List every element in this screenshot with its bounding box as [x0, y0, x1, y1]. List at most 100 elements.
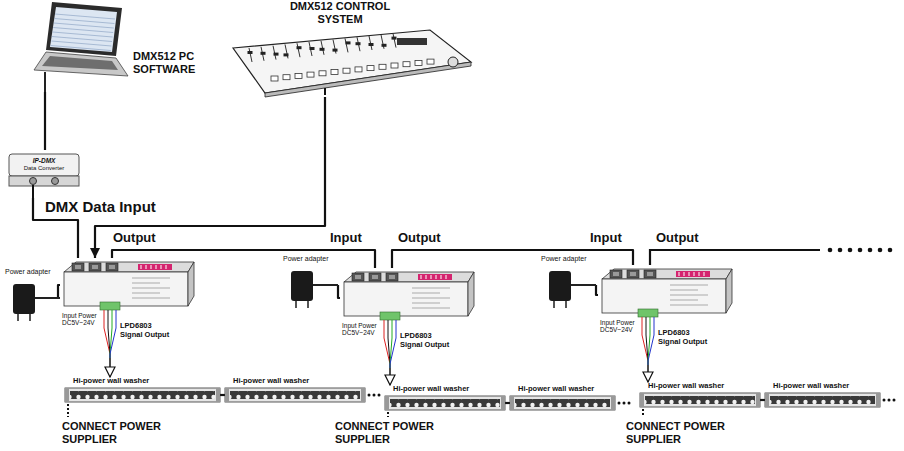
dip-switch	[694, 272, 695, 276]
decoder-front	[344, 282, 468, 316]
console-button	[415, 60, 422, 65]
node-text: Hi-power wall washer	[518, 385, 613, 394]
dmx-jack	[89, 263, 101, 271]
data-converter: IP-DMXData Converter	[5, 150, 85, 198]
dip-switch	[436, 275, 437, 279]
washer-lens	[70, 391, 215, 399]
adapter-body	[13, 284, 35, 314]
adapter-prong	[307, 301, 309, 308]
fader-knob	[274, 53, 279, 56]
printed-spec-line	[132, 293, 160, 294]
cable-connector	[647, 365, 649, 382]
port-label: Output	[398, 231, 441, 246]
dmx-jack-socket	[630, 272, 636, 276]
printed-spec-line	[670, 290, 698, 291]
dip-switch	[161, 265, 162, 269]
port-label: Output	[656, 231, 699, 246]
power-note: CONNECT POWER SUPPLIER	[62, 420, 172, 445]
printed-spec-line	[132, 283, 160, 284]
terminal-block	[638, 309, 658, 317]
cable-connector	[760, 399, 765, 401]
adapter-cord	[313, 284, 338, 286]
power-adapter-drawing	[5, 268, 60, 326]
software-grid-line	[55, 14, 115, 19]
node-text: LPD6803 Signal Output	[400, 332, 454, 349]
console-button	[427, 59, 434, 64]
power-adapter: Power adapter	[5, 268, 60, 326]
printed-spec-line	[132, 288, 170, 289]
adapter-cord	[571, 284, 596, 286]
cable-connector	[109, 358, 111, 377]
cable-connector	[44, 92, 46, 150]
node-text: DMX512 PC SOFTWARE	[133, 50, 223, 75]
washer-leds	[515, 399, 610, 407]
wall-washer: Hi-power wall washer	[225, 377, 365, 403]
dmx-jack-socket	[355, 275, 361, 279]
dmx-jack-socket	[109, 265, 115, 269]
washer-housing	[225, 388, 365, 402]
dip-switch	[156, 265, 157, 269]
adapter-body	[291, 271, 313, 301]
washer-end-cap	[65, 388, 69, 402]
printed-spec-line	[670, 285, 708, 286]
console-button	[331, 70, 338, 75]
dmx-jack	[72, 263, 84, 271]
cable-connector	[505, 402, 510, 404]
xlr-jack	[52, 178, 59, 185]
dip-switch	[699, 272, 700, 276]
signal-wire	[108, 310, 110, 358]
cable-connector	[389, 368, 391, 385]
dip-switch	[421, 275, 422, 279]
washer-housing	[65, 388, 220, 402]
washer-lens	[230, 391, 360, 399]
console-button	[343, 68, 350, 73]
fader-slot	[297, 43, 300, 57]
washer-leds	[390, 399, 500, 407]
node-text: Data Converter	[11, 165, 77, 172]
dmx-jack	[610, 270, 622, 278]
dip-switch-label	[138, 264, 172, 270]
dmx-cable-stub	[32, 185, 34, 198]
converter-top	[9, 154, 79, 176]
dmx-jack	[627, 270, 639, 278]
washer-end-cap	[361, 388, 365, 402]
cable-connector	[338, 285, 340, 298]
software-grid-line	[53, 28, 113, 33]
printed-spec-line	[412, 293, 440, 294]
washer-housing	[385, 396, 505, 410]
port-label: Input	[590, 231, 622, 246]
signal-wire	[110, 310, 116, 358]
printed-spec-line	[132, 298, 170, 299]
printed-spec-line	[412, 308, 450, 309]
console-button	[379, 64, 386, 69]
console-button	[319, 71, 326, 76]
console-button	[283, 75, 290, 80]
cable-connector	[392, 250, 633, 268]
decoder-top	[344, 272, 474, 282]
software-grid-line	[52, 37, 112, 42]
decoder-side	[188, 262, 194, 306]
dmx-decoder-drawing	[60, 258, 195, 358]
signal-wire	[646, 317, 648, 365]
printed-spec-line	[412, 298, 450, 299]
fader-knob	[392, 37, 397, 40]
wall-washer: Hi-power wall washer	[385, 385, 505, 411]
continuation-dots	[828, 248, 893, 253]
printed-spec-line	[670, 305, 708, 306]
console-button	[295, 73, 302, 78]
fader-knob	[320, 48, 325, 51]
washer-end-cap	[385, 396, 389, 410]
cable-connector	[112, 250, 375, 268]
dmx-jack-socket	[613, 272, 619, 276]
port-label: Input	[330, 231, 362, 246]
fader-knob	[284, 53, 289, 56]
adapter-cord	[35, 297, 60, 299]
port-label: Output	[113, 231, 156, 246]
dmx-decoder-drawing	[598, 265, 733, 365]
dmx-jack-socket	[647, 272, 653, 276]
washer-housing	[765, 393, 880, 407]
decoder-top	[602, 269, 732, 279]
fader-knob	[369, 43, 374, 46]
printed-spec-line	[670, 295, 708, 296]
dip-switch	[446, 275, 447, 279]
